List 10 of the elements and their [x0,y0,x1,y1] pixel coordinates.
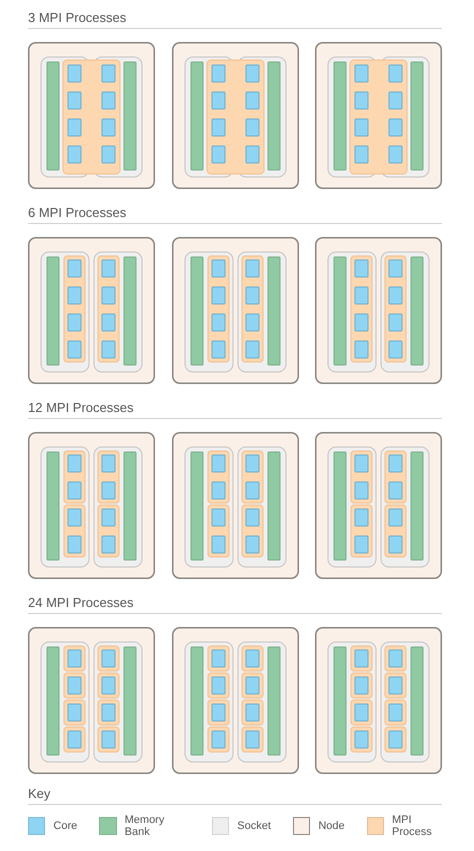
legend-label: MPI Process [392,814,433,838]
legend-label: Socket [237,820,271,832]
section-heading: 12 MPI Processes [28,400,442,419]
section-heading: 3 MPI Processes [28,10,442,29]
section-heading: Key [28,786,442,805]
section-heading: 6 MPI Processes [28,205,442,224]
legend-label: Node [318,820,345,832]
legend-label: Core [53,820,78,832]
section-heading: 24 MPI Processes [28,595,442,614]
legend-label: Memory Bank [124,814,166,838]
